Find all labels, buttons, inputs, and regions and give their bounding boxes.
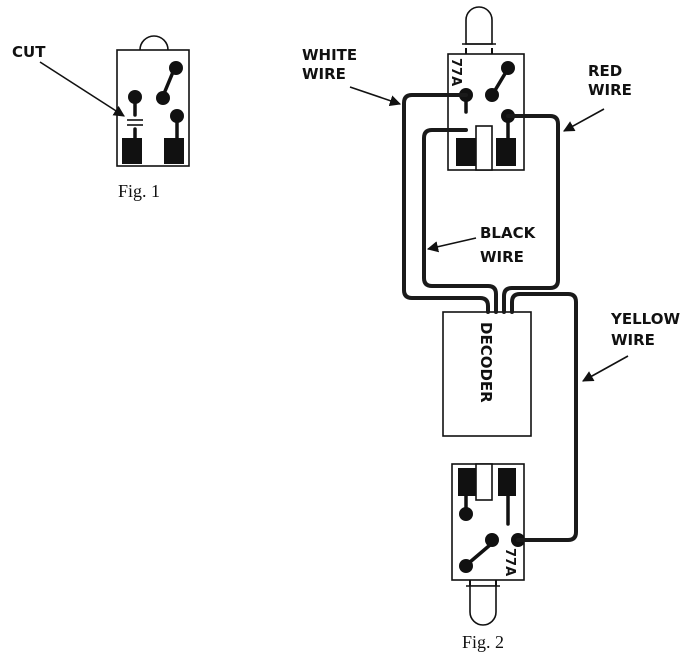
decoder-box — [442, 311, 532, 437]
black-wire-arrow — [426, 237, 477, 253]
black-wire — [422, 128, 498, 314]
fig2-caption: Fig. 2 — [462, 632, 504, 652]
white-wire-arrow — [349, 86, 402, 107]
yellow-wire-label-1: YELLOW — [610, 310, 680, 328]
white-wire-label-2: WIRE — [302, 65, 346, 83]
decoder-label: DECODER — [477, 322, 495, 403]
cut-label: CUT — [12, 43, 46, 61]
top-board-part-number: 77A — [448, 58, 463, 86]
bottom-board-part-number: 77A — [502, 548, 517, 576]
yellow-wire — [510, 292, 578, 542]
red-wire-arrow — [563, 108, 605, 132]
top-led-icon — [465, 6, 493, 45]
fig1-lamp — [139, 35, 169, 51]
fig2-top-board: 77A — [447, 6, 525, 171]
fig2-bottom-board: 77A — [451, 463, 525, 626]
white-wire — [402, 93, 490, 314]
red-wire-label-2: WIRE — [588, 81, 632, 99]
red-wire-label-1: RED — [588, 62, 622, 80]
white-wire-label-1: WHITE — [302, 46, 357, 64]
yellow-wire-label-2: WIRE — [611, 331, 655, 349]
fig1-board — [116, 35, 190, 167]
black-wire-label-2: WIRE — [480, 248, 524, 266]
cut-arrow — [39, 61, 125, 117]
bottom-led-icon — [469, 585, 497, 626]
yellow-wire-arrow — [582, 355, 629, 382]
black-wire-label-1: BLACK — [480, 224, 537, 242]
fig1-caption: Fig. 1 — [118, 181, 160, 201]
red-wire — [502, 114, 560, 314]
